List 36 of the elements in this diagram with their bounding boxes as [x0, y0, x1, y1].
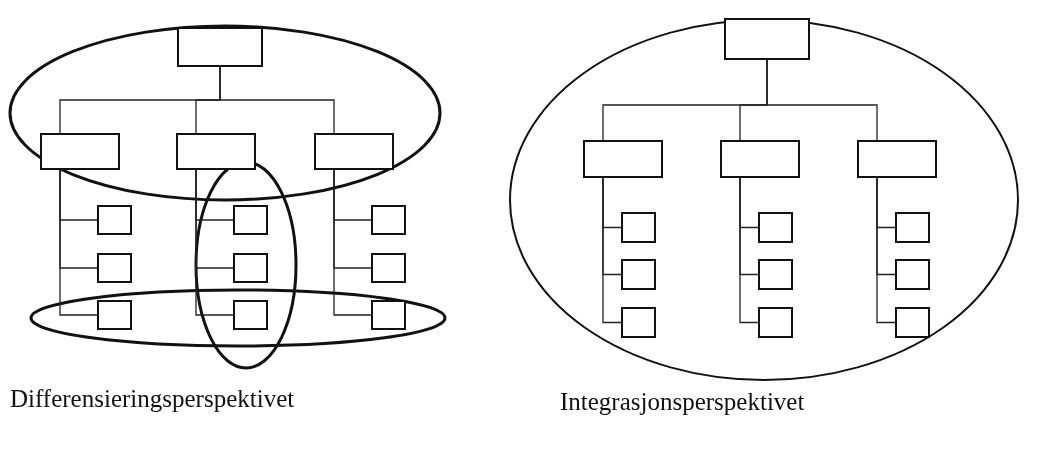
org-box	[621, 259, 656, 290]
org-box	[233, 253, 268, 283]
org-box	[176, 133, 256, 170]
connector-line	[602, 177, 622, 324]
org-box	[758, 307, 793, 338]
org-box	[314, 133, 394, 170]
caption: Differensieringsperspektivet	[10, 385, 295, 413]
connector-line	[59, 169, 98, 316]
connector-line	[876, 177, 896, 324]
org-box	[371, 300, 406, 330]
connector-line	[195, 169, 234, 316]
org-box	[233, 205, 268, 235]
org-box	[97, 300, 132, 330]
connector-line	[766, 59, 878, 141]
org-box	[720, 140, 800, 178]
org-box	[371, 253, 406, 283]
org-box	[97, 205, 132, 235]
org-box	[583, 140, 663, 178]
caption: Integrasjonsperspektivet	[560, 388, 805, 416]
connector-line	[333, 169, 372, 316]
org-box	[895, 307, 930, 338]
org-box	[621, 212, 656, 243]
org-box	[40, 133, 120, 170]
org-box	[97, 253, 132, 283]
org-box	[371, 205, 406, 235]
connector-line	[219, 66, 335, 134]
org-box	[233, 300, 268, 330]
org-box	[724, 18, 810, 60]
connector-line	[739, 177, 759, 324]
org-box	[758, 259, 793, 290]
org-box	[895, 259, 930, 290]
org-box	[758, 212, 793, 243]
org-box	[857, 140, 937, 178]
org-box	[895, 212, 930, 243]
org-box	[177, 27, 263, 67]
org-box	[621, 307, 656, 338]
